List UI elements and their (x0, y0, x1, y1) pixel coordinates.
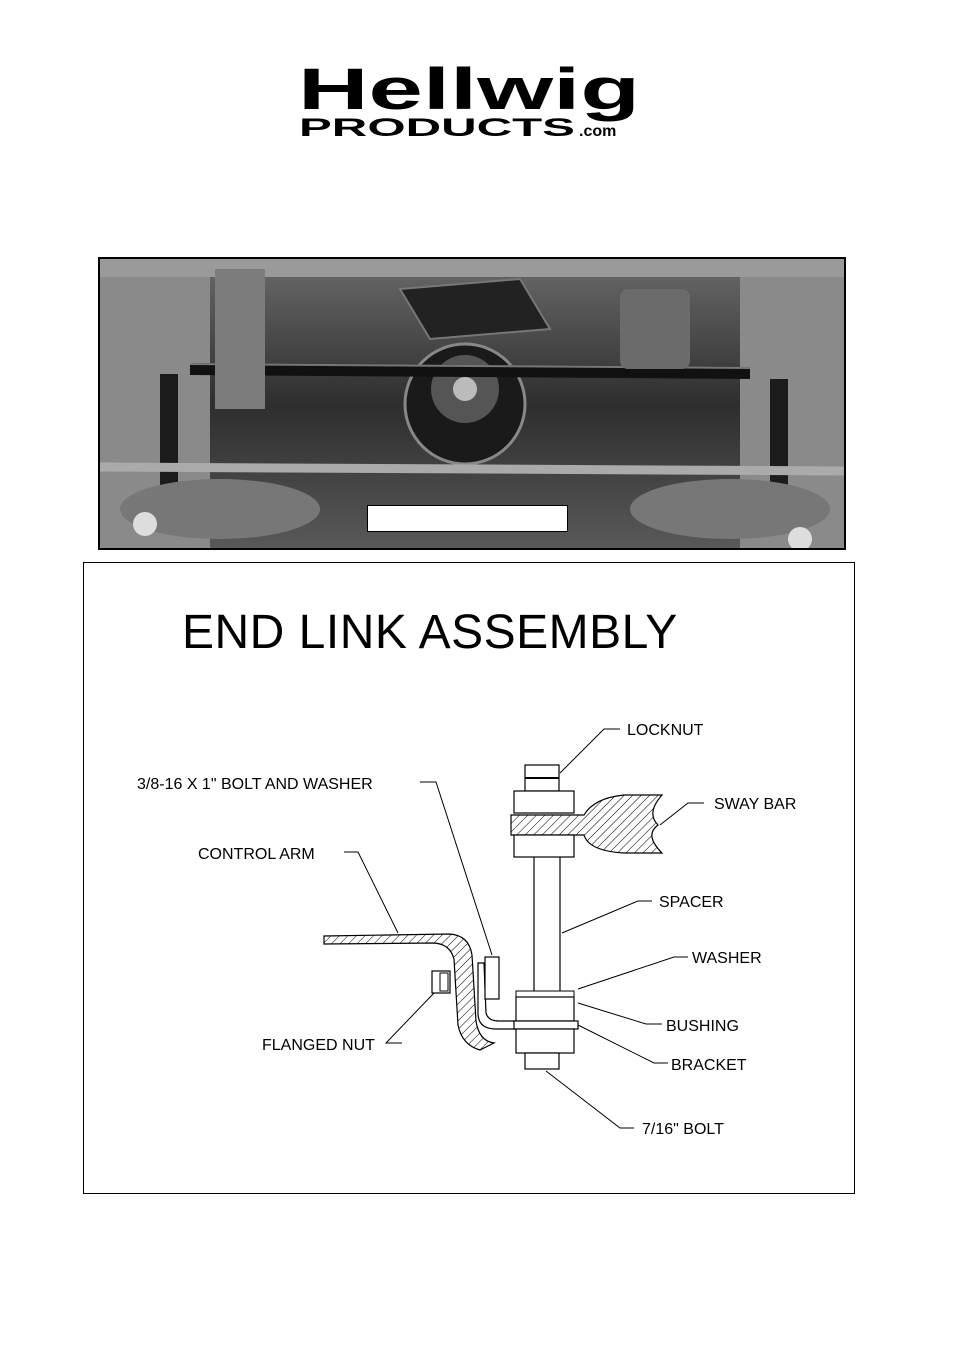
photo-caption-box (367, 505, 568, 532)
upper-bushing-shape (513, 790, 575, 814)
assembly-drawing: LOCKNUT 3/8-16 X 1" BOLT AND WASHER SWAY… (137, 722, 796, 1138)
label-bushing: BUSHING (666, 1018, 739, 1035)
washer-shape (515, 990, 575, 998)
bolt-head-shape (484, 956, 500, 1000)
suspension-photo (98, 257, 846, 550)
label-bolt-washer: 3/8-16 X 1" BOLT AND WASHER (137, 776, 373, 793)
logo-dotcom: .com (579, 123, 616, 140)
logo-brand: Hellwig (298, 62, 640, 122)
label-bolt-716: 7/16" BOLT (642, 1121, 724, 1138)
control-arm-shape (323, 933, 497, 1051)
label-flanged-nut: FLANGED NUT (262, 1037, 375, 1054)
label-spacer: SPACER (659, 894, 724, 911)
sway-bar-shape (510, 794, 664, 854)
end-link-diagram: END LINK ASSEMBLY (83, 562, 855, 1194)
diagram-title: END LINK ASSEMBLY (182, 606, 678, 659)
label-control-arm: CONTROL ARM (198, 846, 315, 863)
bolt-head-716-shape (524, 1052, 560, 1070)
spacer-shape (533, 842, 561, 1014)
label-locknut: LOCKNUT (627, 722, 704, 739)
label-washer: WASHER (692, 950, 762, 967)
logo-products: PRODUCTS (299, 114, 575, 142)
label-sway-bar: SWAY BAR (714, 796, 796, 813)
bushing-shape (515, 996, 575, 1022)
lower-bushing-shape (515, 1028, 575, 1054)
bracket-plate-shape (513, 1020, 579, 1030)
hellwig-logo: Hellwig PRODUCTS .com (298, 62, 640, 142)
lower-upper-bushing-shape (513, 834, 575, 858)
label-bracket: BRACKET (671, 1057, 747, 1074)
